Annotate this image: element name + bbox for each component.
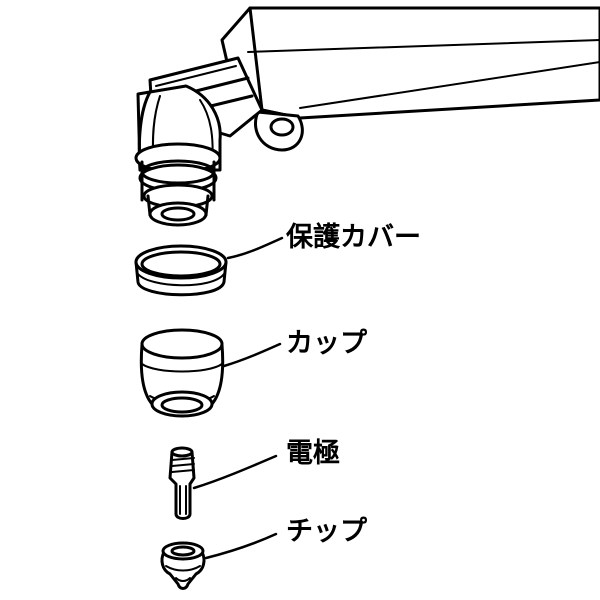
label-electrode: 電極	[286, 438, 340, 469]
label-cup: カップ	[286, 328, 368, 359]
electrode-part	[168, 446, 196, 520]
label-protective-cover: 保護カバー	[285, 221, 421, 253]
label-tip: チップ	[286, 516, 368, 547]
leader-protective-cover	[226, 236, 284, 260]
mount-hole	[269, 117, 295, 137]
leader-tip	[204, 532, 278, 560]
leader-electrode	[192, 454, 278, 490]
cup-part	[139, 328, 225, 418]
nozzle-bore	[160, 206, 196, 222]
protective-cover-part	[134, 244, 228, 297]
leader-cup	[222, 342, 282, 368]
torch-body	[134, 6, 600, 227]
tip-part	[160, 541, 206, 590]
